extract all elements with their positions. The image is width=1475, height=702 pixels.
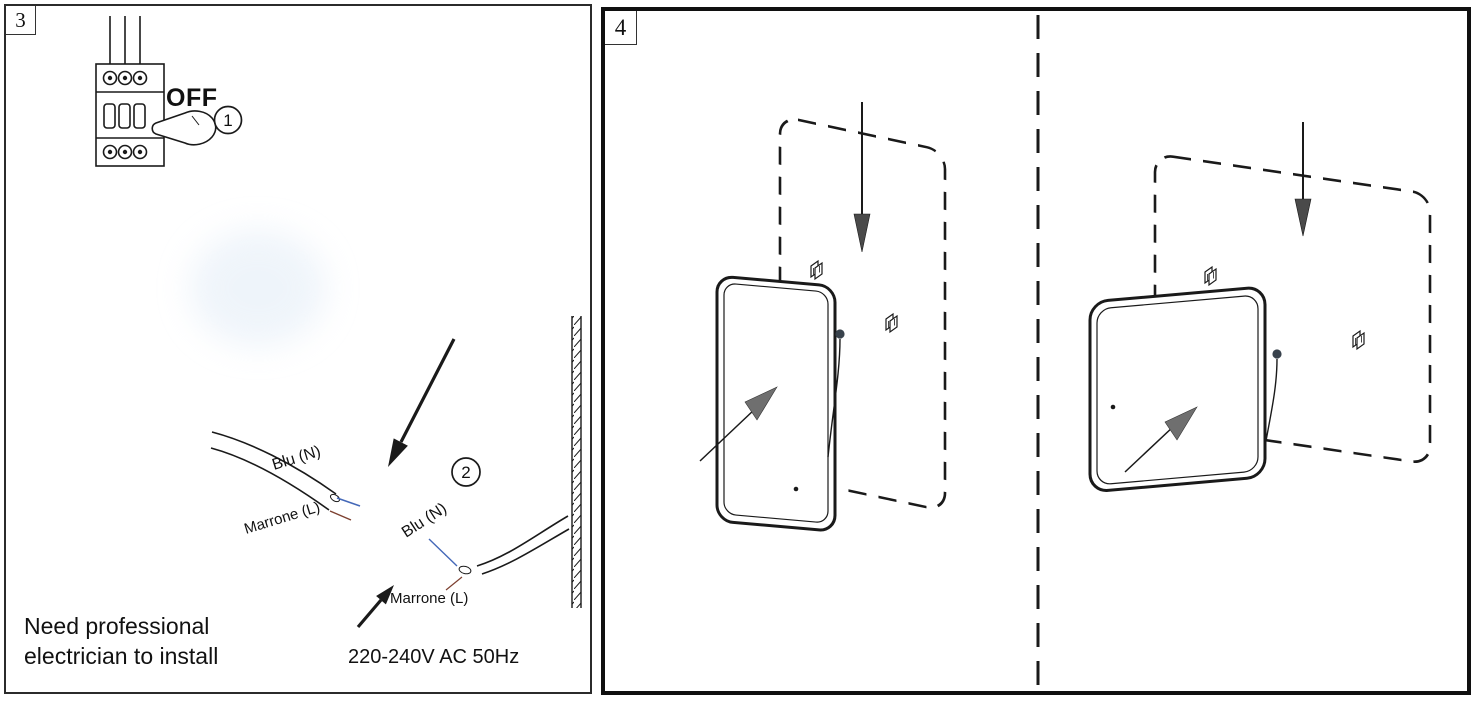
wall-anchor-icon <box>1352 330 1365 350</box>
place-arrow-icon <box>699 386 778 462</box>
wall-anchor-icon <box>810 260 823 280</box>
place-arrow-icon <box>1124 406 1198 473</box>
mirror-portrait <box>715 275 837 532</box>
left-cable-brown-label: Marrone (L) <box>242 499 322 538</box>
panel-4: 4 <box>601 7 1471 695</box>
right-cable <box>428 515 570 591</box>
note-line-2: electrician to install <box>24 643 218 669</box>
hand-icon <box>151 110 217 146</box>
wire-end-arrow-icon <box>356 585 394 629</box>
wall-anchor-icon <box>885 313 898 333</box>
circuit-breaker-icon <box>95 16 165 167</box>
svg-text:2: 2 <box>461 463 470 482</box>
off-label: OFF <box>166 84 218 112</box>
note-line-1: Need professional <box>24 613 209 639</box>
connect-arrow-icon <box>388 338 456 467</box>
svg-text:1: 1 <box>223 111 232 130</box>
right-cable-brown-label: Marrone (L) <box>390 590 468 607</box>
wall-position-outline <box>1153 155 1432 464</box>
mount-portrait-figure <box>699 102 947 532</box>
slide-down-arrow-icon <box>853 102 871 253</box>
step-1-badge: 1 <box>213 105 243 135</box>
sensor-dot <box>1110 404 1116 410</box>
panel-3-number: 3 <box>6 6 36 35</box>
mirror-landscape <box>1088 286 1267 492</box>
slide-down-arrow-icon <box>1294 122 1312 237</box>
voltage-label: 220-240V AC 50Hz <box>348 646 519 668</box>
panel-3-drawing: OFF 1 <box>24 16 582 669</box>
panel-4-number: 4 <box>605 11 637 45</box>
step-2-badge: 2 <box>451 457 481 487</box>
wall-hatch <box>571 316 582 608</box>
background-smudge <box>190 230 326 346</box>
right-cable-blue-label: Blu (N) <box>399 500 450 541</box>
mount-landscape-figure <box>1088 122 1432 492</box>
hanging-knob <box>1265 349 1282 442</box>
left-cable <box>210 431 361 521</box>
wall-anchor-icon <box>1204 266 1217 286</box>
hanging-knob <box>827 329 845 458</box>
sensor-dot <box>793 486 799 492</box>
panel-3: 3 <box>4 4 592 694</box>
panel-4-drawing <box>699 15 1432 687</box>
